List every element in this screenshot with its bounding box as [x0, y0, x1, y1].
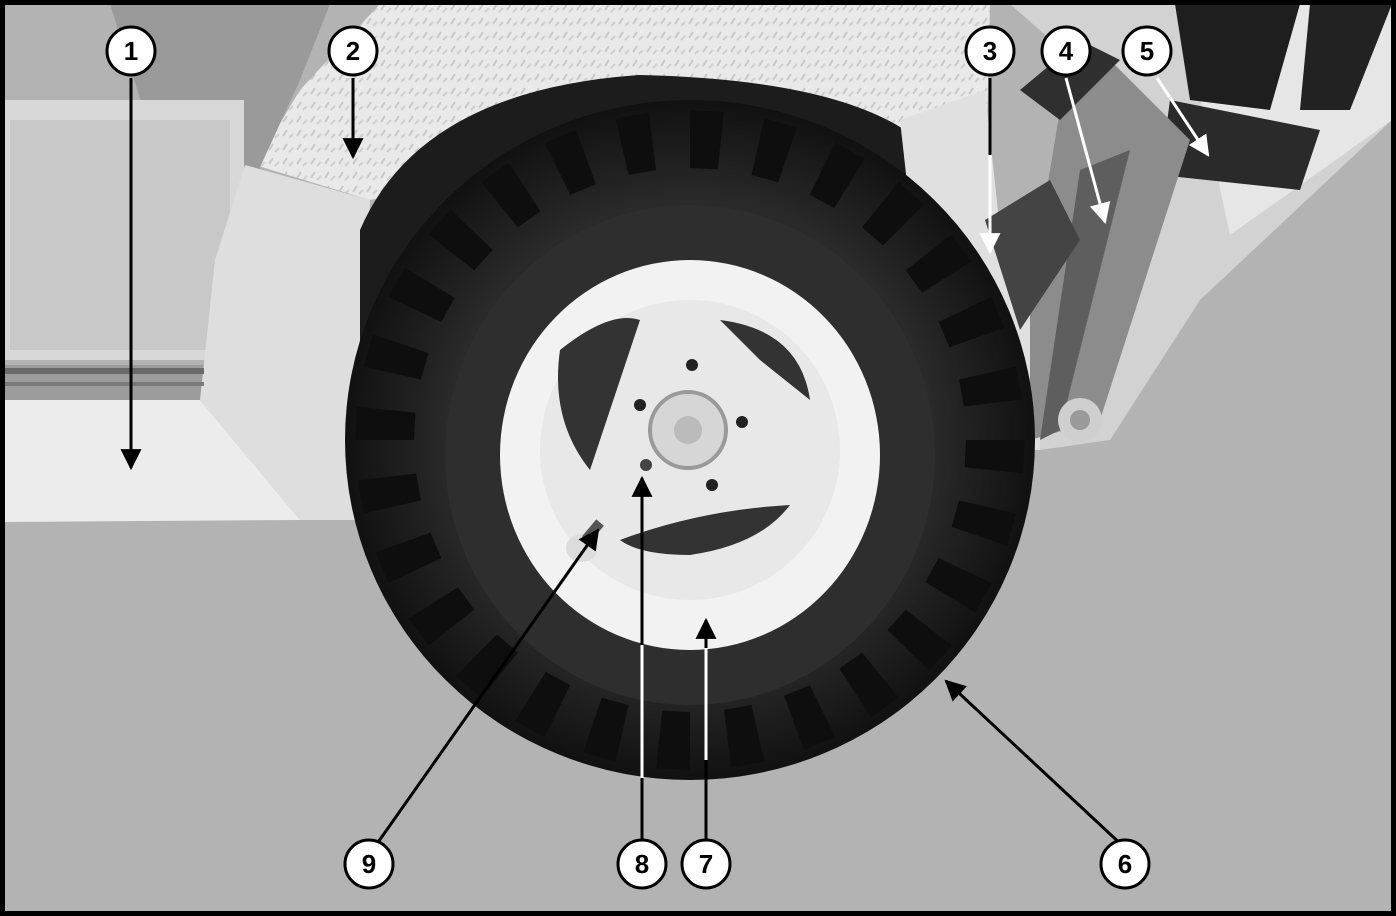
lug-nut: [640, 459, 652, 471]
callout-4: 4: [1040, 25, 1092, 77]
tire-assembly: [345, 100, 1035, 780]
tread-lug: [938, 296, 1005, 348]
tread-lug: [925, 558, 992, 613]
tread-lug: [355, 406, 416, 440]
leader-lines: [120, 77, 1210, 850]
tread-lug: [515, 671, 571, 738]
leader-line-4: [1064, 77, 1111, 225]
callout-9: 9: [343, 838, 395, 890]
callout-7-label: 7: [699, 849, 713, 879]
tread-lug: [583, 697, 629, 762]
lug-nut: [736, 416, 748, 428]
tread-lug: [456, 634, 518, 698]
photo: [4, 4, 1392, 912]
callout-8: 8: [616, 838, 668, 890]
rim-opening: [558, 318, 640, 470]
tire-treads: [355, 110, 1025, 770]
callout-3: 3: [964, 25, 1016, 77]
lug-nut: [706, 479, 718, 491]
leader-line-6: [944, 679, 1127, 850]
callout-7: 7: [680, 838, 732, 890]
callout-3-label: 3: [983, 36, 997, 66]
tread-lug: [862, 182, 924, 246]
tread-lug: [690, 110, 724, 170]
tread-lug: [375, 532, 442, 584]
tread-lug: [887, 609, 952, 671]
callout-4-label: 4: [1059, 36, 1074, 66]
tread-lug: [784, 685, 836, 751]
tread-lug: [656, 710, 690, 770]
tread-lug: [428, 209, 493, 271]
lug-nut: [686, 359, 698, 371]
tread-lug: [363, 334, 429, 380]
tread-lug: [951, 500, 1017, 546]
tread-lug: [481, 162, 541, 228]
tread-lug: [964, 440, 1025, 474]
tread-lug: [615, 112, 657, 175]
callout-1-label: 1: [124, 36, 138, 66]
rim-opening: [620, 505, 790, 555]
machine-body-left: [4, 100, 370, 522]
callout-8-label: 8: [635, 849, 649, 879]
leader-line-9: [372, 528, 600, 849]
leader-line-5: [1155, 77, 1210, 157]
callout-2: 2: [327, 25, 379, 77]
lug-nut: [634, 399, 646, 411]
tread-lug: [388, 267, 455, 322]
callout-2-label: 2: [346, 36, 360, 66]
callout-5-label: 5: [1140, 36, 1154, 66]
tread-lug: [357, 473, 421, 514]
tread-lug: [905, 234, 972, 293]
callout-1: 1: [105, 25, 157, 77]
callouts: 1 2 3 4 5 6 7 8: [105, 25, 1173, 890]
tread-lug: [809, 142, 865, 209]
tread-lug: [544, 129, 596, 195]
rim-opening: [720, 320, 810, 400]
fender: [360, 75, 930, 520]
tread-lug: [959, 366, 1023, 407]
callout-6-label: 6: [1118, 849, 1132, 879]
tread-lug: [723, 705, 765, 768]
callout-9-label: 9: [362, 849, 376, 879]
tread-lug: [839, 652, 899, 718]
tread-lug: [408, 587, 475, 646]
tread-lug: [751, 118, 797, 183]
callout-6: 6: [1099, 838, 1151, 890]
callout-5: 5: [1121, 25, 1173, 77]
